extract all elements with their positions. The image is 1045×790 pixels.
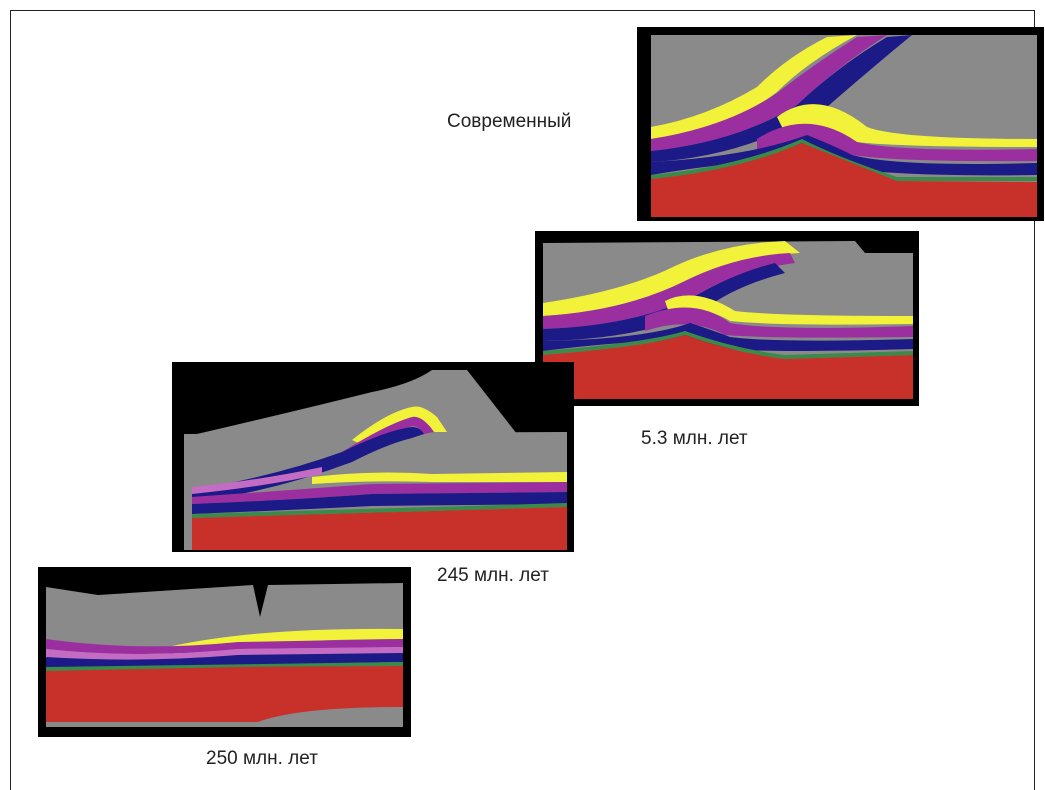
navy-layer (46, 653, 403, 669)
basement-layer (46, 666, 403, 722)
magenta-right (757, 123, 1037, 162)
yellow-layer (543, 241, 800, 316)
magenta-layer (651, 35, 887, 151)
cross-section-5-3-ma (535, 231, 919, 406)
cross-section-245-ma (172, 362, 574, 552)
navy-right (192, 492, 567, 514)
green-line (192, 503, 567, 518)
label-245-ma: 245 млн. лет (437, 565, 549, 586)
pink-layer (46, 647, 403, 660)
navy-upper (651, 35, 912, 162)
label-5-3-ma: 5.3 млн. лет (641, 428, 748, 449)
green-line (543, 331, 913, 359)
navy-right (651, 135, 1037, 176)
yellow-right (665, 295, 913, 325)
magenta-right (645, 307, 913, 338)
green-line (46, 662, 403, 671)
label-modern: Современный (447, 111, 572, 132)
yellow-right (777, 104, 1037, 147)
cross-section-250-ma (38, 567, 411, 737)
yellow-right (312, 472, 567, 484)
magenta-layer (543, 253, 795, 329)
basement-layer (651, 143, 1037, 217)
yellow-layer (148, 628, 403, 659)
label-250-ma: 250 млн. лет (206, 748, 318, 769)
figure-frame (10, 10, 1035, 790)
navy-right (543, 323, 913, 351)
cross-section-present (637, 27, 1044, 221)
basement-layer (543, 335, 913, 399)
pink-layer (192, 467, 322, 494)
yellow-layer (651, 35, 857, 139)
magenta-right (192, 482, 567, 504)
basement-layer (192, 507, 567, 550)
navy-upper (543, 263, 785, 341)
magenta-layer (46, 639, 403, 654)
